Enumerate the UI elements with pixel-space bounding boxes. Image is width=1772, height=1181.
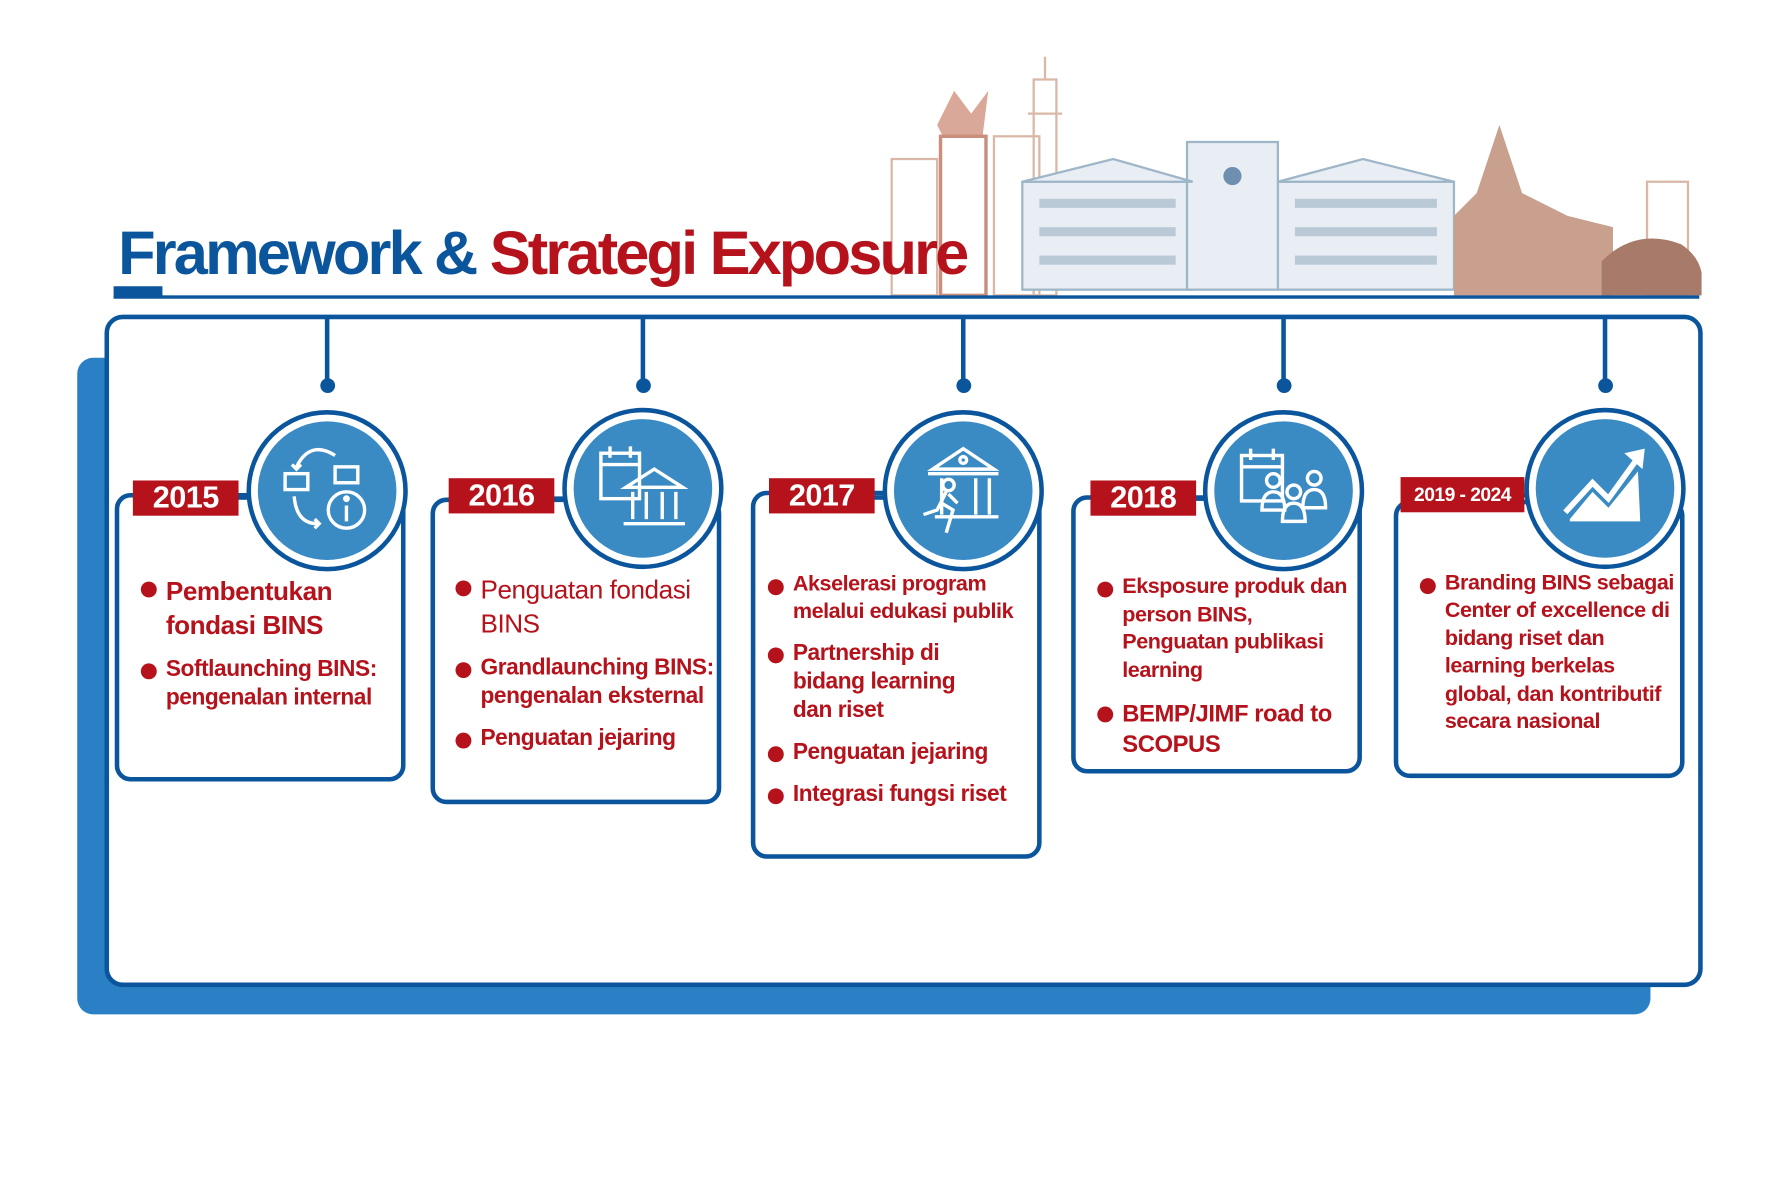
connector-dot [1276, 378, 1291, 394]
milestone-icon-circle [1524, 407, 1686, 570]
connector-line [1602, 316, 1608, 383]
milestone-icon-circle [562, 407, 724, 570]
process-info-icon [283, 447, 367, 530]
title-underline-block [113, 286, 163, 298]
milestone-item: Penguatan fondasi BINS [455, 572, 714, 640]
connector-dot [955, 378, 971, 394]
milestone-items: Pembentukan fondasi BINS Softlaunching B… [140, 574, 397, 726]
growth-chart-icon [1563, 448, 1645, 522]
connector-line [640, 316, 646, 383]
milestone-item: Penguatan jejaring [767, 738, 1036, 766]
milestone-icon-circle [246, 410, 408, 572]
milestone-items: Penguatan fondasi BINS Grandlaunching BI… [455, 572, 714, 766]
year-label: 2018 [1090, 480, 1197, 516]
year-label: 2017 [769, 478, 875, 514]
page-title: Framework & Strategi Exposure [118, 219, 969, 288]
connector-dot [319, 378, 335, 394]
milestone-item: Branding BINS sebagai Center of excellen… [1419, 570, 1674, 736]
milestone-item: Pembentukan fondasi BINS [140, 574, 397, 642]
milestone-item: Softlaunching BINS: pengenalan internal [140, 655, 397, 712]
calendar-building-icon [599, 446, 689, 526]
city-skyline-illustration [890, 56, 1702, 298]
calendar-people-icon [1239, 448, 1328, 524]
milestone-item: Integrasi fungsi riset [767, 780, 1036, 808]
milestone-icon-circle [882, 410, 1044, 572]
year-link [232, 495, 256, 500]
connector-line [960, 316, 966, 383]
milestone-item: Akselerasi program melalui edukasi publi… [767, 571, 1036, 626]
year-label: 2019 - 2024 [1400, 477, 1525, 513]
connector-line [324, 316, 330, 383]
milestone-item: Eksposure produk dan person BINS, Pengua… [1097, 574, 1356, 685]
year-label: 2016 [448, 478, 555, 514]
milestone-item: Penguatan jejaring [455, 725, 714, 753]
year-label: 2015 [132, 480, 239, 516]
connector-dot [635, 378, 651, 394]
connector-line [1281, 316, 1286, 383]
milestone-item: BEMP/JIMF road to SCOPUS [1097, 699, 1356, 760]
running-person-building-icon [922, 446, 1000, 534]
connector-dot [1597, 378, 1613, 394]
milestone-items: Branding BINS sebagai Center of excellen… [1419, 570, 1674, 750]
milestone-items: Eksposure produk dan person BINS, Pengua… [1097, 574, 1356, 774]
milestone-items: Akselerasi program melalui edukasi publi… [767, 571, 1036, 822]
milestone-icon-circle [1202, 410, 1365, 572]
milestone-item: Partnership di bidang learning dan riset [767, 640, 1036, 725]
title-underline [113, 295, 1700, 299]
milestone-item: Grandlaunching BINS: pengenalan eksterna… [455, 654, 714, 711]
